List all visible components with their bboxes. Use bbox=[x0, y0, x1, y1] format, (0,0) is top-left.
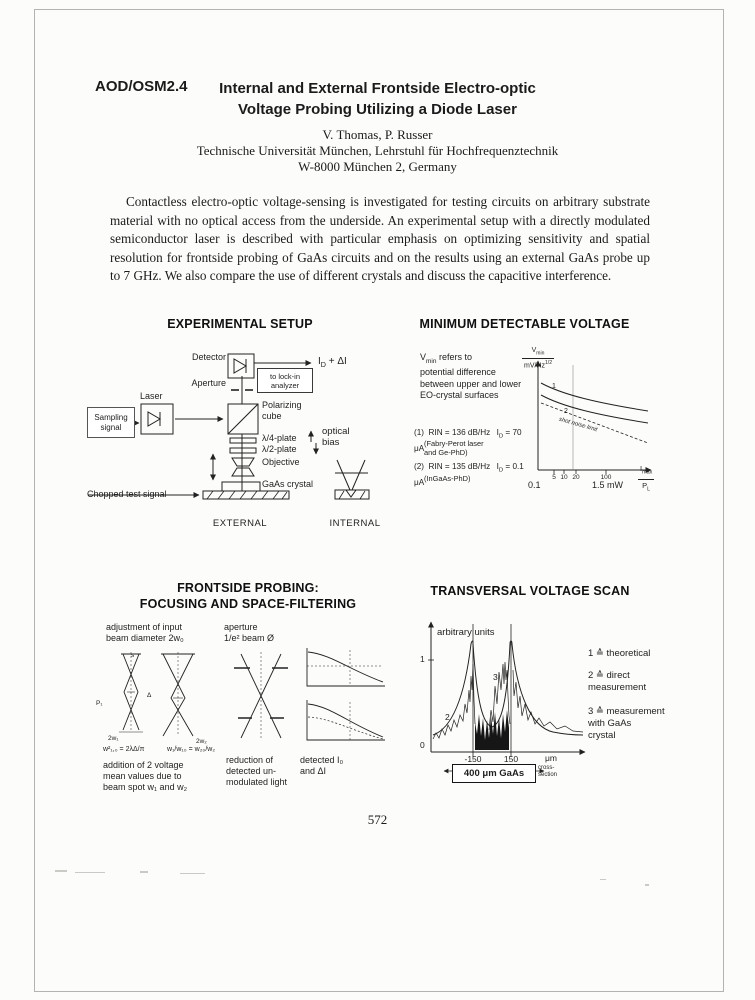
mdv-curve-2-label: 2 bbox=[564, 408, 568, 415]
title-line-2: Voltage Probing Utilizing a Diode Laser bbox=[238, 101, 517, 118]
aperture-cone bbox=[234, 652, 288, 739]
mdv-equation-1: (1) RIN = 136 dB/Hz ID = 70 μA bbox=[414, 428, 522, 453]
mini-plot-bottom bbox=[306, 700, 385, 741]
detector-symbol bbox=[227, 353, 255, 379]
cross-section-note: cross-section bbox=[538, 765, 558, 778]
label-p1: P₁ bbox=[96, 700, 103, 707]
scan-xtick-right: 150 bbox=[503, 754, 519, 764]
quarter-wave-plate-label: λ/4-plate bbox=[262, 433, 297, 443]
scan-dense-noise-block bbox=[475, 710, 509, 750]
scan-xunit: μm bbox=[545, 753, 557, 763]
colA-diagram bbox=[119, 652, 195, 737]
chopped-test-signal-label: Chopped test signal bbox=[87, 489, 167, 499]
label-s: s bbox=[131, 652, 135, 659]
paper-title: Internal and External Frontside Electro-… bbox=[180, 78, 575, 120]
detector-label: Detector bbox=[191, 352, 226, 362]
authors-line: V. Thomas, P. Russer bbox=[322, 127, 433, 142]
formula-2: w₁/w₁₀ = w₂₀/w₂ bbox=[167, 746, 216, 753]
crystal-symbol bbox=[221, 481, 261, 492]
scan-border bbox=[34, 9, 724, 992]
gaas-box: 400 μm GaAs bbox=[452, 764, 536, 783]
objective-symbol bbox=[231, 457, 255, 477]
mdv-title: MINIMUM DETECTABLE VOLTAGE bbox=[419, 317, 630, 331]
aperture-label: Aperture bbox=[191, 378, 226, 388]
laser-label: Laser bbox=[140, 391, 163, 401]
half-wave-plate-label: λ/2-plate bbox=[262, 444, 297, 454]
scan-ytick-1: 1 bbox=[420, 654, 425, 664]
mdv-equation-2: (2) RIN = 135 dB/Hz ID = 0.1 μA bbox=[414, 462, 524, 487]
optical-bias-arrows bbox=[308, 430, 319, 455]
colB-diagram bbox=[234, 652, 288, 739]
affiliation-line-2: W-8000 München 2, Germany bbox=[298, 159, 457, 174]
objective-label: Objective bbox=[262, 457, 300, 467]
paper-id: AOD/OSM2.4 bbox=[95, 78, 188, 95]
scan-plot bbox=[428, 621, 586, 774]
waveplate-symbols bbox=[229, 437, 257, 454]
mdv-xmin-label: 0.1 bbox=[528, 480, 541, 490]
output-current-label: ID + ΔI bbox=[318, 356, 347, 369]
experimental-setup-title: EXPERIMENTAL SETUP bbox=[167, 317, 313, 331]
polarizing-cube-symbol bbox=[227, 403, 259, 435]
scan-ytick-0: 0 bbox=[420, 740, 425, 750]
mdv-axes bbox=[535, 360, 652, 474]
mdv-curve-1-label: 1 bbox=[552, 383, 556, 390]
laser-symbol bbox=[140, 403, 174, 435]
abstract-text: Contactless electro-optic voltage-sensin… bbox=[110, 194, 650, 284]
scan-curve2-label: 2 bbox=[445, 712, 450, 722]
mdv-xtick-100: 100 bbox=[600, 474, 612, 481]
scan-title: TRANSVERSAL VOLTAGE SCAN bbox=[430, 584, 630, 598]
beam-waist-left bbox=[119, 652, 143, 733]
probing-title: FRONTSIDE PROBING: FOCUSING AND SPACE-FI… bbox=[128, 580, 368, 612]
formula-1: w²₁,₀ = 2λΔ/π bbox=[103, 746, 145, 753]
mini-plot-top bbox=[306, 648, 385, 687]
colC-diagram bbox=[306, 648, 385, 741]
beam-waist-right bbox=[161, 652, 195, 737]
substrate-symbol bbox=[202, 490, 290, 500]
external-label: EXTERNAL bbox=[212, 518, 268, 529]
scan-axes bbox=[428, 621, 586, 757]
mdv-equation-2-note: (InGaAs-PhD) bbox=[424, 474, 471, 483]
affiliation-line-1: Technische Universität München, Lehrstuh… bbox=[196, 143, 559, 158]
label-delta: Δ bbox=[147, 692, 152, 699]
scan-xtick-left: -150 bbox=[464, 754, 482, 764]
internal-label: INTERNAL bbox=[329, 518, 381, 529]
scan-ylabel: arbitrary units bbox=[437, 627, 495, 638]
page-number: 572 bbox=[367, 812, 388, 827]
probing-title-line-2: FOCUSING AND SPACE-FILTERING bbox=[139, 597, 357, 611]
legend-item-1: 1 ≙ theoretical bbox=[588, 648, 651, 659]
mdv-xtick-20: 20 bbox=[572, 474, 580, 481]
title-line-1: Internal and External Frontside Electro-… bbox=[219, 80, 536, 97]
label-2w2: 2w₂ bbox=[196, 738, 207, 745]
experimental-setup-diagram bbox=[88, 353, 370, 500]
scan-theoretical-curve bbox=[432, 640, 584, 736]
mdv-xtick-5: 5 bbox=[552, 474, 556, 481]
mdv-curves bbox=[540, 382, 649, 444]
internal-cone-symbol bbox=[334, 459, 370, 500]
scan-curve3-label: 3 bbox=[493, 672, 498, 682]
mdv-plot bbox=[535, 360, 652, 474]
gaas-crystal-label: GaAs crystal bbox=[262, 479, 314, 489]
probing-title-line-1: FRONTSIDE PROBING: bbox=[177, 581, 319, 595]
mdv-xtick-10: 10 bbox=[560, 474, 568, 481]
mdv-xmax-label: 1.5 mW bbox=[592, 480, 624, 490]
label-2w1: 2w₁ bbox=[108, 735, 119, 742]
scan-noisy-curves bbox=[432, 661, 584, 750]
